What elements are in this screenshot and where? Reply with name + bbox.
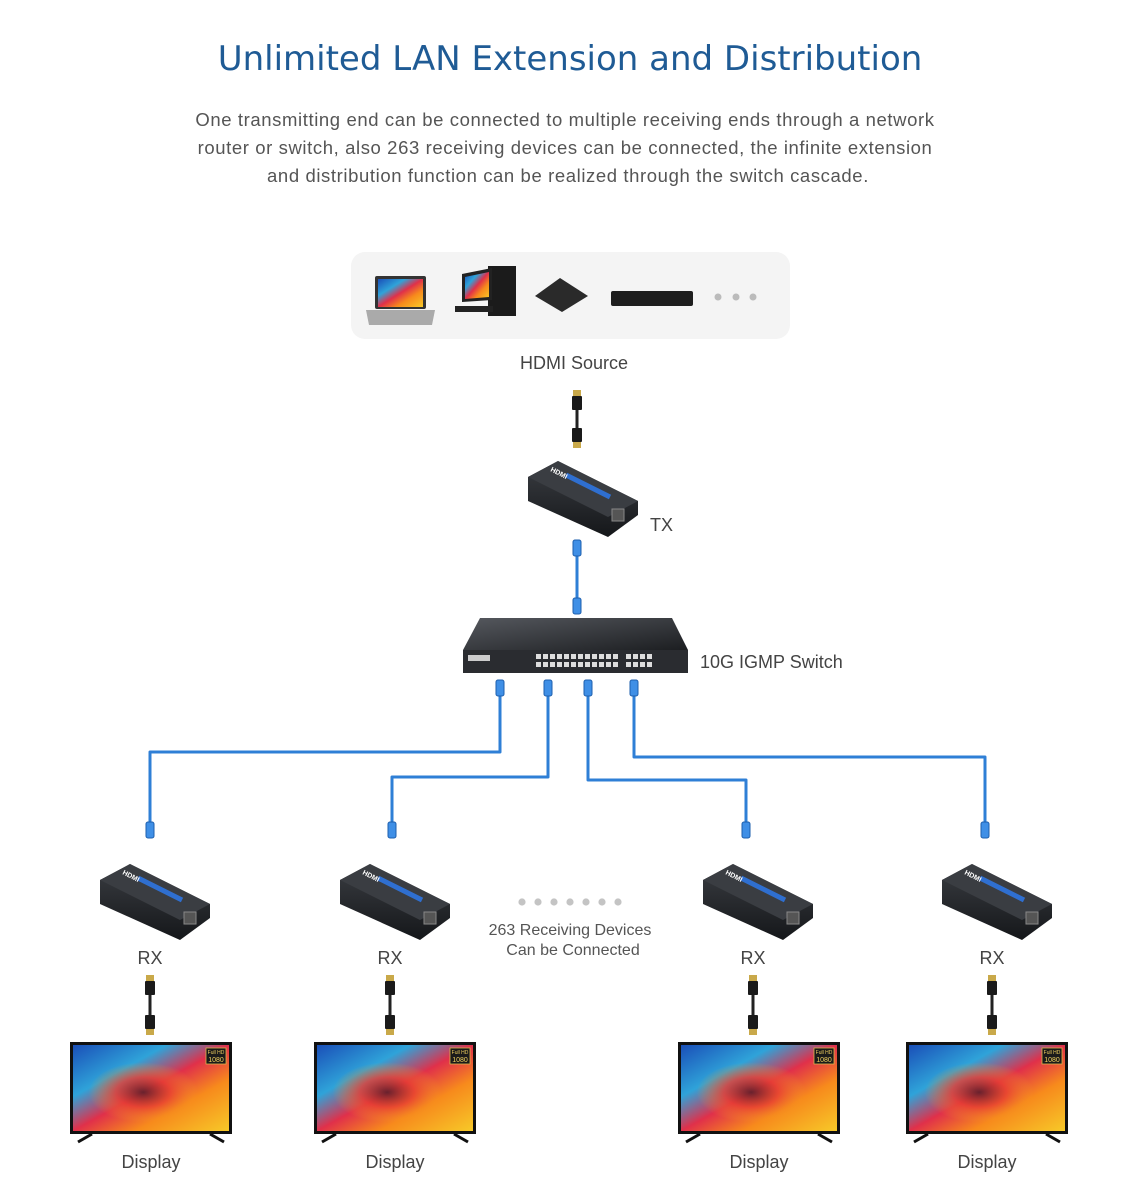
switch-port [647,654,652,659]
switch-port [585,662,590,667]
ethernet-cable [583,679,751,839]
hdmi-source-label: HDMI Source [520,353,628,373]
svg-text:1080: 1080 [452,1057,468,1064]
ethernet-cable [145,679,505,839]
switch-port [592,654,597,659]
switch-port [578,662,583,667]
switch-port [599,662,604,667]
svg-text:1080: 1080 [1044,1057,1060,1064]
switch-port [647,662,652,667]
more-receivers-dots [518,898,622,906]
rx-extender: HDMI [100,864,210,940]
switch-port [592,662,597,667]
switch-port [626,654,631,659]
tx-extender: HDMI [528,461,638,537]
switch-port [606,654,611,659]
ethernet-cable [629,679,990,839]
rx-extender: HDMI [703,864,813,940]
rx-extender: HDMI [942,864,1052,940]
receiver-note-line: 263 Receiving Devices [489,922,652,939]
switch-port [626,662,631,667]
desktop-pc-icon [455,266,516,316]
description-line: router or switch, also 263 receiving dev… [198,137,933,158]
page-title: Unlimited LAN Extension and Distribution [218,39,923,79]
switch-port [543,654,548,659]
svg-text:Full HD: Full HD [1044,1050,1061,1056]
switch-label: 10G IGMP Switch [700,652,843,672]
rx-extender: HDMI [340,864,450,940]
switch-port [564,654,569,659]
tx-label: TX [650,515,673,535]
switch-port [564,662,569,667]
hdmi-cable [748,975,758,1035]
switch-port [633,654,638,659]
description-line: One transmitting end can be connected to… [195,109,934,130]
ethernet-cable [572,539,582,615]
rx-label: RX [137,948,162,968]
switch-port [585,654,590,659]
switch-port [550,654,555,659]
hdmi-cable [145,975,155,1035]
switch-port [557,662,562,667]
rx-label: RX [377,948,402,968]
switch-port [543,662,548,667]
switch-port [536,662,541,667]
switch-port [613,662,618,667]
display-label: Display [365,1152,424,1172]
svg-text:Full HD: Full HD [816,1050,833,1056]
svg-text:1080: 1080 [208,1057,224,1064]
svg-text:1080: 1080 [816,1057,832,1064]
switch-port [613,654,618,659]
display-label: Display [121,1152,180,1172]
svg-text:Full HD: Full HD [208,1050,225,1056]
hdmi-cable [572,390,582,448]
hdmi-cable [385,975,395,1035]
switch-logo [468,655,490,661]
laptop-icon [366,276,435,325]
description-line: and distribution function can be realize… [267,165,869,186]
switch-port [606,662,611,667]
hdmi-cable [987,975,997,1035]
switch-port [557,654,562,659]
hdmi-source-panel [351,252,790,339]
more-dots-icon [714,293,757,301]
switch-port [640,662,645,667]
tv-box-icon [535,278,588,312]
switch-port [633,662,638,667]
display-label: Display [729,1152,788,1172]
rx-label: RX [979,948,1004,968]
switch-port [640,654,645,659]
switch-port [578,654,583,659]
switch-port [550,662,555,667]
switch-port [536,654,541,659]
svg-text:Full HD: Full HD [452,1050,469,1056]
ethernet-cable [387,679,553,839]
rx-label: RX [740,948,765,968]
igmp-switch [463,618,688,673]
switch-port [571,662,576,667]
switch-port [571,654,576,659]
display-label: Display [957,1152,1016,1172]
blu-ray-player-icon [611,291,693,306]
receiver-note-line: Can be Connected [506,942,639,959]
switch-port [599,654,604,659]
